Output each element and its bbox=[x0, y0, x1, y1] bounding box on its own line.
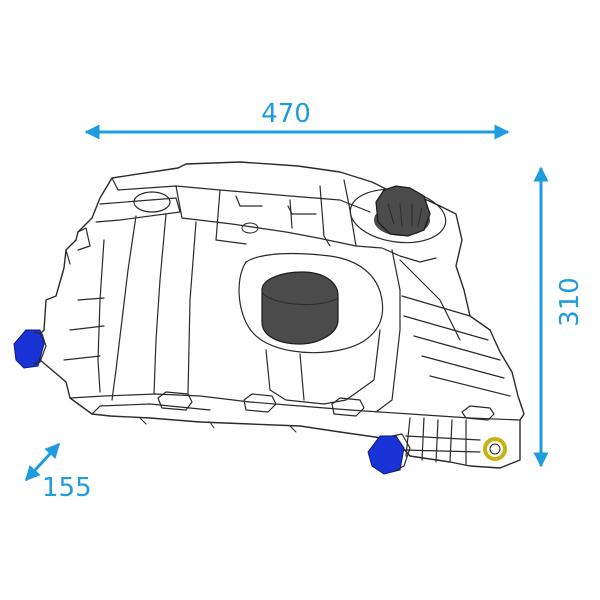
depth-dimension: 155 bbox=[24, 442, 92, 503]
tank-rib-center bbox=[289, 185, 331, 247]
width-dimension: 470 bbox=[84, 99, 510, 140]
bottom-flange bbox=[69, 393, 521, 421]
filler-cap-top bbox=[375, 185, 431, 237]
left-outlet-collar bbox=[33, 331, 47, 365]
pump-cover-body bbox=[261, 271, 339, 345]
bottom-outlet-body bbox=[367, 435, 405, 475]
left-outlet-body bbox=[13, 329, 45, 369]
bottom-outlet-collar bbox=[391, 433, 411, 471]
bottom-outlet-fitting bbox=[367, 433, 411, 475]
tank-top-rib-a bbox=[95, 197, 181, 223]
top-small-port bbox=[133, 191, 171, 213]
tank-left-edge-step bbox=[65, 227, 91, 265]
left-outlet-fitting bbox=[13, 329, 47, 369]
tank-top-rib-b bbox=[175, 185, 357, 247]
mounting-ring-hole bbox=[489, 443, 501, 455]
tank-rib-left-5 bbox=[63, 297, 105, 361]
depth-dimension-line bbox=[24, 442, 61, 482]
filler-cap-grip-lines bbox=[387, 203, 423, 227]
mount-tab-2 bbox=[243, 393, 277, 413]
top-vent-hole bbox=[241, 222, 259, 234]
width-dimension-label: 470 bbox=[261, 99, 311, 129]
pump-cover bbox=[261, 271, 339, 345]
bottom-cleats bbox=[139, 417, 297, 433]
mount-tab-4 bbox=[461, 405, 495, 421]
height-dimension-label: 310 bbox=[555, 277, 585, 327]
bottom-flange-lower bbox=[91, 403, 211, 415]
tank-right-contour bbox=[375, 249, 401, 413]
tank-top-rib-c bbox=[215, 189, 247, 245]
depth-dimension-label: 155 bbox=[42, 473, 92, 503]
mount-tab-3 bbox=[331, 397, 365, 417]
tank-rib-left-2 bbox=[153, 213, 167, 395]
filler-cap bbox=[374, 185, 431, 237]
fuel-tank bbox=[13, 161, 525, 475]
tank-top-step bbox=[235, 195, 317, 215]
tank-right-ribs bbox=[399, 259, 511, 397]
mount-tab-1 bbox=[157, 391, 193, 411]
mounting-ring-outer bbox=[483, 437, 507, 461]
pump-cover-top-edge bbox=[261, 291, 339, 306]
height-dimension: 310 bbox=[533, 166, 585, 468]
filler-neck-slope bbox=[355, 245, 437, 263]
tank-rib-left-4 bbox=[187, 221, 197, 395]
tank-rib-left-1 bbox=[111, 215, 137, 401]
tank-lower-contour bbox=[265, 329, 381, 405]
tank-rib-left-3 bbox=[97, 239, 105, 393]
right-mount-bracket bbox=[403, 417, 481, 465]
pump-recess bbox=[238, 252, 384, 354]
mounting-ring bbox=[483, 437, 507, 461]
